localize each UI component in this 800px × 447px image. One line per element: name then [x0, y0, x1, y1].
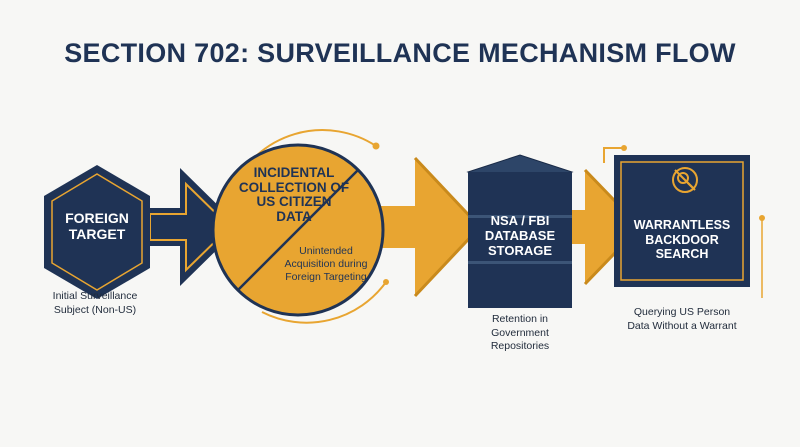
foreign-target-hexagon	[44, 165, 150, 299]
orbit-ring-bottom	[261, 281, 387, 324]
incidental-collection-divider	[237, 169, 359, 291]
orbit-dot-bottom	[383, 279, 389, 285]
flow-arrow-1	[145, 168, 240, 286]
magnifier-crossed-icon	[672, 167, 698, 193]
diagram-title: SECTION 702: SURVEILLANCE MECHANISM FLOW	[64, 38, 736, 68]
flow-arrow-3	[558, 170, 640, 284]
flow-arrow-1-outline	[149, 181, 232, 273]
database-storage-caption: Retention in Government Repositories	[490, 313, 550, 353]
backdoor-search-caption: Querying US Person Data Without a Warran…	[627, 306, 737, 332]
flow-arrow-2	[375, 158, 480, 296]
search-box-dot-right	[759, 215, 765, 221]
incidental-collection-sublabel: Unintended Acquisition during Foreign Ta…	[284, 245, 368, 284]
foreign-target-hexagon-inner	[51, 173, 143, 291]
search-box-dot-top	[621, 145, 627, 151]
database-storage-label: NSA / FBI DATABASE STORAGE	[484, 213, 556, 258]
foreign-target-caption: Initial Surveillance Subject (Non-US)	[52, 290, 138, 316]
backdoor-search-label: WARRANTLESS BACKDOOR SEARCH	[633, 218, 731, 262]
orbit-dot-top	[372, 142, 380, 150]
database-stack-icon	[466, 154, 574, 308]
search-box-bracket	[603, 147, 624, 163]
foreign-target-label: FOREIGN TARGET	[65, 210, 129, 242]
incidental-collection-label: INCIDENTAL COLLECTION OF US CITIZEN DATA	[238, 165, 350, 224]
backdoor-search-box-inner	[620, 161, 744, 281]
